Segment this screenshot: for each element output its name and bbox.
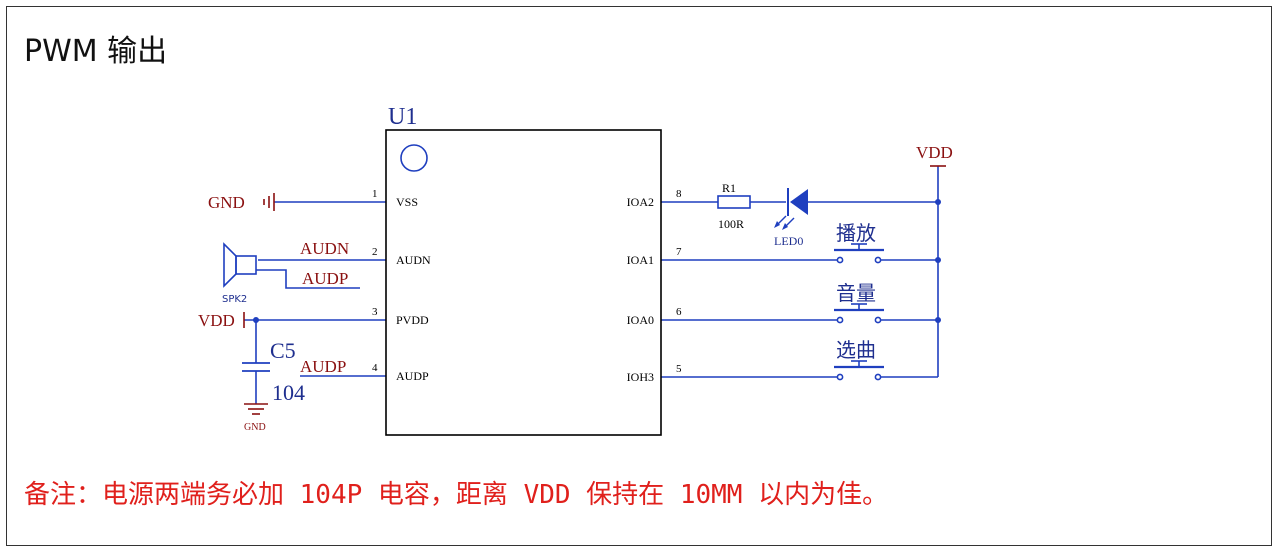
led-designator: LED0 (774, 234, 803, 248)
push-button-icon (834, 243, 884, 264)
junction-dot (935, 317, 941, 323)
net-label-audp: AUDP (302, 269, 348, 288)
pin-number: 8 (676, 188, 682, 200)
junction-dot (935, 257, 941, 263)
net-label-audp: AUDP (300, 357, 346, 376)
speaker-designator: SPK2 (222, 294, 247, 305)
pin-number: 2 (372, 246, 378, 258)
pin-name: AUDP (396, 369, 429, 383)
pin-number: 5 (676, 363, 682, 375)
pin-name: IOA2 (627, 195, 654, 209)
net-label-audn: AUDN (300, 239, 349, 258)
pin-name: VSS (396, 195, 418, 209)
ground-icon (263, 193, 275, 211)
chip-u1: U1 1 VSS 2 AUDN 3 PVDD 4 AUDP 8 IOA2 7 I… (372, 104, 682, 436)
ground-icon (244, 403, 268, 415)
button-label: 音量 (836, 281, 876, 305)
pin-name: IOA0 (627, 313, 654, 327)
pin-number: 3 (372, 306, 378, 318)
pin-name: IOA1 (627, 253, 654, 267)
pin-number: 4 (372, 362, 378, 374)
speaker-icon (223, 242, 257, 288)
design-note: 备注：电源两端务必加 104P 电容，距离 VDD 保持在 10MM 以内为佳。 (24, 480, 889, 510)
button-label: 播放 (836, 221, 876, 245)
pin-name: AUDN (396, 253, 431, 267)
junctions (253, 199, 941, 323)
capacitor-designator: C5 (270, 338, 296, 363)
junction-dot (253, 317, 259, 323)
pin-number: 1 (372, 188, 378, 200)
net-label-gnd: GND (244, 422, 266, 433)
push-button-icon (834, 303, 884, 324)
net-label-vdd: VDD (198, 311, 235, 330)
led-icon (774, 188, 808, 230)
capacitor-value: 104 (272, 380, 305, 405)
net-label-gnd: GND (208, 193, 245, 212)
chip-body (385, 129, 662, 436)
diagram-frame (6, 6, 1272, 546)
pin-number: 6 (676, 306, 682, 318)
wire-audp-speaker (256, 269, 360, 289)
page-title: PWM 输出 (24, 34, 168, 69)
resistor-icon (717, 195, 751, 209)
resistor-designator: R1 (722, 181, 736, 195)
pin-name: IOH3 (627, 370, 654, 384)
junction-dot (935, 199, 941, 205)
capacitor-icon (242, 362, 270, 372)
pin-number: 7 (676, 246, 682, 258)
net-label-vdd: VDD (916, 143, 953, 162)
chip-designator: U1 (388, 104, 417, 130)
pin-name: PVDD (396, 313, 429, 327)
push-button-icon (834, 360, 884, 381)
button-label: 选曲 (836, 338, 876, 362)
pin1-marker-icon (400, 144, 428, 172)
wires (244, 166, 939, 404)
resistor-value: 100R (718, 217, 744, 231)
